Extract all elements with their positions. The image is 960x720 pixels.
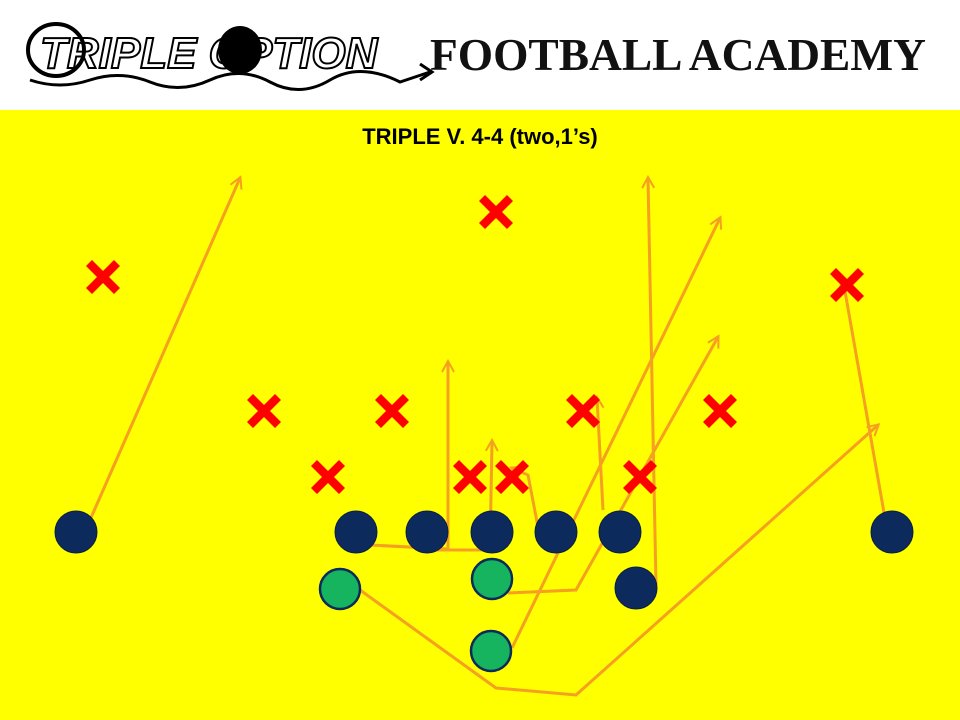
- route-left-receiver: [88, 178, 240, 521]
- logo-block-text: FOOTBALL ACADEMY: [430, 29, 926, 80]
- defender-x-icon: [830, 268, 864, 302]
- defender-x-icon: [247, 394, 281, 428]
- offense-circle-icon: [534, 510, 578, 554]
- defender-x-icon: [495, 460, 529, 494]
- backfield-circle-icon: [318, 567, 362, 611]
- route-pitch-back: [359, 425, 878, 697]
- route-fullback: [507, 337, 718, 595]
- defender-x-icon: [479, 195, 513, 229]
- offense-circle-icon: [598, 510, 642, 554]
- field: [0, 110, 960, 720]
- logo-script-text: TRIPLE OPTION: [40, 29, 379, 78]
- offense-circle-icon: [614, 566, 658, 610]
- offense-circle-icon: [334, 510, 378, 554]
- defender-x-icon: [86, 260, 120, 294]
- defender-x-icon: [703, 394, 737, 428]
- defender-x-icon: [453, 460, 487, 494]
- defender-x-icon: [623, 460, 657, 494]
- offense-circle-icon: [470, 510, 514, 554]
- backfield-circle-icon: [469, 629, 513, 673]
- offense-circle-icon: [54, 510, 98, 554]
- defender-x-icon: [566, 394, 600, 428]
- defender-x-icon: [375, 394, 409, 428]
- backfield-circle-icon: [470, 557, 514, 601]
- header-banner: TRIPLE OPTION FOOTBALL ACADEMY: [0, 0, 960, 110]
- route-right-receiver: [843, 280, 888, 525]
- play-title: TRIPLE V. 4-4 (two,1’s): [362, 124, 598, 149]
- route-tailback: [510, 218, 720, 649]
- offense-circle-icon: [870, 510, 914, 554]
- route-wing: [648, 178, 658, 586]
- academy-logo: TRIPLE OPTION FOOTBALL ACADEMY: [26, 22, 926, 92]
- offense-circle-icon: [405, 510, 449, 554]
- defender-x-icon: [311, 460, 345, 494]
- route-right-tackle: [597, 398, 605, 511]
